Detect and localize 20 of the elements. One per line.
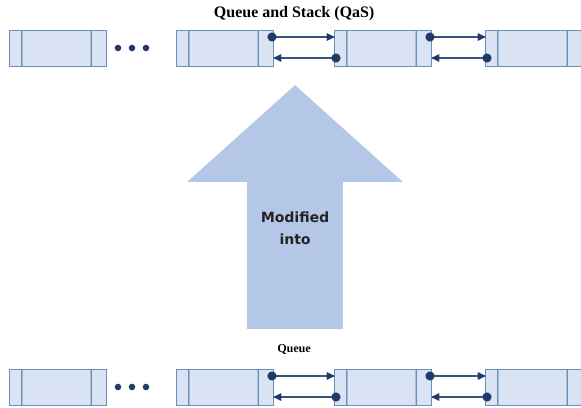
pointer-arrow [426, 32, 486, 42]
row-title: Queue [277, 341, 311, 356]
pointer-arrow [273, 392, 340, 402]
block-arrow [187, 85, 403, 329]
pointer-arrow [273, 54, 340, 62]
list-node-box [9, 369, 107, 406]
list-node-box [334, 30, 432, 67]
pointer-arrow [268, 32, 335, 42]
list-node-box [485, 30, 581, 67]
pointer-arrow [268, 372, 335, 380]
pointer-arrow [426, 372, 486, 380]
list-node-box [485, 369, 581, 406]
pointer-arrow [431, 54, 492, 62]
list-node-box [176, 369, 274, 406]
list-node-box [176, 30, 274, 67]
row-title: Queue and Stack (QaS) [214, 4, 374, 22]
arrow-text: Modified into [260, 209, 330, 250]
list-node-box [9, 30, 107, 67]
pointer-arrow [431, 392, 492, 402]
list-node-box [334, 369, 432, 406]
